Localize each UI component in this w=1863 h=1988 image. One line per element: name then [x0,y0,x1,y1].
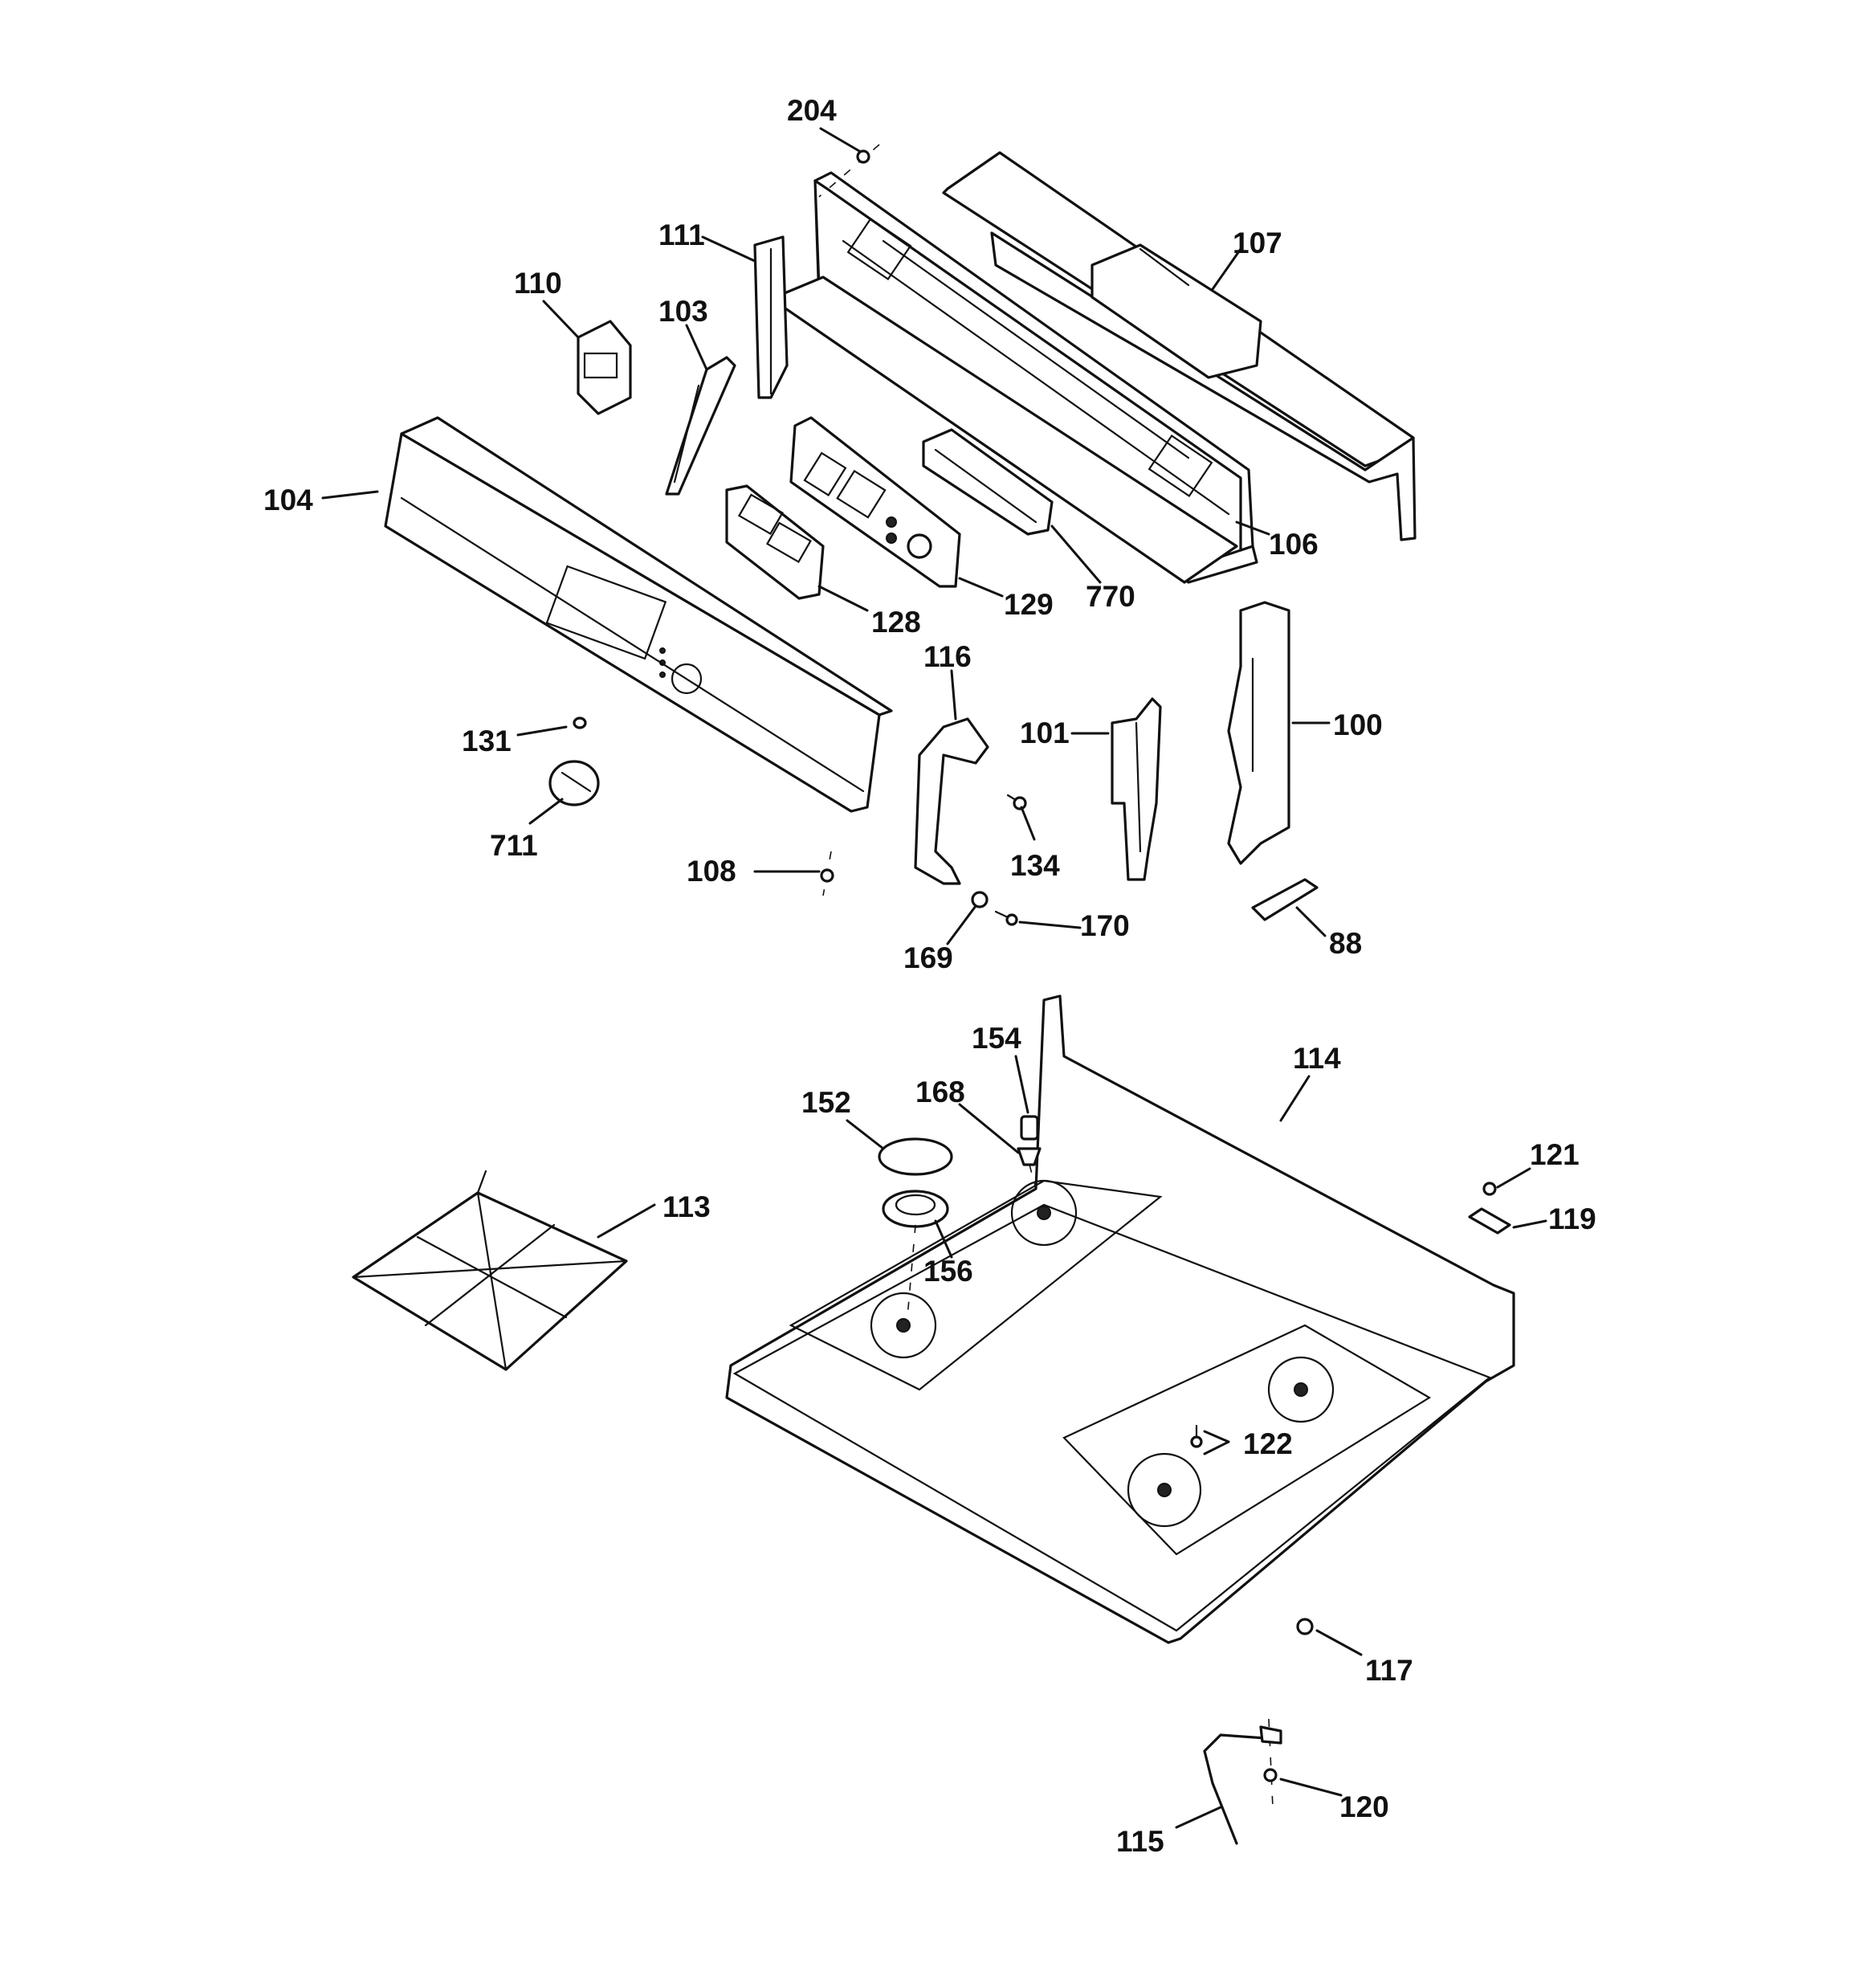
part-156-burner-head [882,1190,949,1318]
leader-122a [1203,1430,1230,1443]
part-152-burner-cap [878,1137,953,1176]
leader-110 [542,300,580,339]
callout-106: 106 [1269,528,1319,561]
callout-111: 111 [658,218,705,251]
part-104-control-panel [384,416,893,813]
callout-154: 154 [972,1022,1021,1055]
leader-117 [1315,1629,1363,1656]
callout-170: 170 [1080,909,1130,942]
leader-134 [1020,806,1036,841]
callout-110: 110 [514,267,562,300]
callout-156: 156 [923,1255,973,1288]
callout-114: 114 [1293,1042,1341,1075]
part-128-overlay [725,484,825,600]
leader-114 [1279,1075,1311,1122]
callout-770: 770 [1086,580,1135,613]
callout-119: 119 [1548,1202,1596,1235]
callout-117: 117 [1365,1654,1413,1687]
leader-116 [950,669,957,720]
leader-204 [819,127,861,153]
leader-121 [1496,1167,1531,1189]
leader-106 [1235,520,1270,536]
leader-104 [321,490,379,500]
part-120-screw [1263,1718,1278,1808]
part-88-pad [1251,878,1319,921]
leader-156 [934,1219,953,1259]
part-169-washer [971,891,989,908]
part-108-screw [820,851,834,896]
leader-113 [597,1203,656,1239]
part-121-screw [1482,1182,1497,1196]
part-103-wire-bracket [665,356,736,496]
part-101-bracket [1111,697,1162,881]
part-204-screw [818,144,880,198]
callout-169: 169 [903,941,953,974]
part-106-backguard [773,171,1258,584]
part-122-screws [1190,1424,1203,1448]
callout-129: 129 [1004,588,1054,621]
part-100-side-panel [1227,601,1290,865]
callout-100: 100 [1333,708,1383,741]
callout-204: 204 [787,94,837,127]
leader-88 [1295,906,1327,937]
callout-116: 116 [923,640,972,673]
callout-121: 121 [1530,1138,1580,1171]
callout-107: 107 [1233,227,1282,259]
part-113-grate [352,1170,628,1371]
callout-131: 131 [462,725,512,757]
part-111-bracket [753,235,789,399]
part-114-cooktop [725,994,1515,1644]
callout-120: 120 [1339,1790,1389,1823]
leader-770 [1050,525,1102,584]
leader-122b [1203,1440,1230,1455]
callout-113: 113 [662,1190,711,1223]
callout-labels: 204 107 111 110 103 104 106 770 129 128 … [263,94,1596,1858]
part-168-clip [1017,1147,1042,1190]
callout-108: 108 [687,855,736,888]
leader-129 [958,577,1004,598]
leader-128 [817,585,869,612]
leader-152 [846,1119,885,1150]
part-110-module [577,320,632,415]
part-131 [573,716,587,729]
leader-103 [685,324,708,371]
callout-103: 103 [658,295,708,328]
leader-711 [528,798,564,825]
part-115-rod [1203,1725,1282,1845]
callout-101: 101 [1020,716,1070,749]
leader-131 [516,725,568,737]
part-170-screw [994,910,1018,926]
part-154-orifice [1020,1115,1039,1141]
part-134-screw [1006,794,1027,810]
callout-152: 152 [801,1086,851,1119]
leader-154 [1014,1055,1029,1114]
part-770-bracket [922,428,1054,536]
callout-115: 115 [1116,1825,1164,1858]
part-117-nut [1296,1618,1314,1635]
leader-170 [1018,921,1082,929]
part-119-bracket [1468,1207,1511,1235]
callout-168: 168 [915,1076,965,1108]
leader-115 [1175,1806,1222,1829]
part-107-vent-trim [942,151,1417,541]
leader-168 [958,1103,1020,1154]
callout-88: 88 [1329,927,1362,960]
callout-104: 104 [263,484,313,516]
leader-lines [321,127,1547,1829]
leader-120 [1279,1778,1343,1797]
callout-122: 122 [1243,1427,1293,1460]
part-711-knob [548,760,600,806]
part-116-side-trim [914,717,989,885]
leader-111 [701,235,756,263]
leader-169 [946,904,977,945]
callout-134: 134 [1010,849,1060,882]
callout-128: 128 [871,606,921,639]
leader-107 [1211,247,1242,291]
part-129-electronic-control [789,416,961,588]
leader-119 [1512,1219,1547,1229]
callout-711: 711 [490,829,538,862]
